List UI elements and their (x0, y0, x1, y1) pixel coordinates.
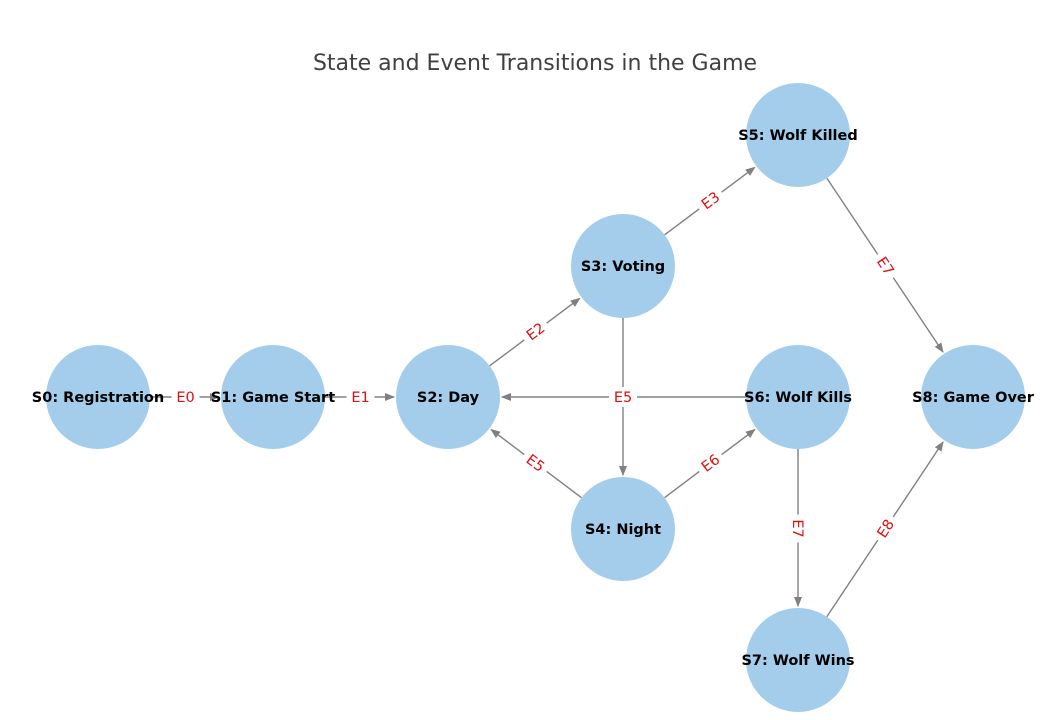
edge-label-group: E1 (346, 387, 375, 407)
nodes-layer: S0: Registration S1: Game Start S2: Day S3:… (32, 83, 1035, 712)
node-label: S1: Game Start (211, 390, 335, 406)
node-circle (571, 214, 675, 318)
node-label: S2: Day (417, 390, 480, 406)
edge-label-background (869, 511, 902, 546)
edge-label-e5: E5 (614, 390, 632, 406)
edge-label-group: E6 (693, 446, 728, 480)
node-s4: S4: Night (571, 477, 675, 581)
node-circle (746, 608, 850, 712)
edge-label-background (171, 387, 200, 407)
edge-label-group: E5 (518, 446, 553, 480)
node-circle (746, 83, 850, 187)
node-label: S4: Night (585, 522, 661, 538)
edge-label-group: E7 (869, 248, 902, 284)
node-s5: S5: Wolf Killed (738, 83, 858, 187)
edge-label-background (346, 387, 375, 407)
node-s0: S0: Registration (32, 345, 164, 449)
edge-label-group: E2 (518, 315, 553, 348)
node-circle (921, 345, 1025, 449)
node-label: S7: Wolf Wins (741, 653, 854, 669)
node-label: S0: Registration (32, 390, 164, 406)
edge-label-background (869, 248, 902, 284)
node-s1: S1: Game Start (211, 345, 335, 449)
node-s7: S7: Wolf Wins (741, 608, 855, 712)
node-s8: S8: Game Over (912, 345, 1035, 449)
node-circle (571, 477, 675, 581)
edge-label-background (609, 387, 637, 407)
node-s3: S3: Voting (571, 214, 675, 318)
edge-label-e0: E0 (176, 390, 194, 406)
edge-label-background (693, 446, 728, 480)
edge-label-background (788, 514, 808, 543)
edge-label-group: E7 (788, 514, 808, 543)
node-label: S6: Wolf Kills (744, 390, 852, 406)
edge-label-background (518, 446, 553, 480)
edge-label-e1: E1 (351, 390, 369, 406)
node-circle (396, 345, 500, 449)
node-circle (746, 345, 850, 449)
node-label: S3: Voting (581, 259, 665, 275)
edge-label-group: E5 (609, 387, 637, 407)
node-label: S8: Game Over (912, 390, 1035, 406)
edge-label-group: E8 (869, 511, 902, 546)
edge-label-background (518, 315, 553, 348)
edge-label-group: E3 (693, 184, 728, 217)
diagram-title: State and Event Transitions in the Game (313, 51, 757, 76)
edge-label-group: E0 (171, 387, 200, 407)
node-s2: S2: Day (396, 345, 500, 449)
node-circle (46, 345, 150, 449)
node-s6: S6: Wolf Kills (744, 345, 852, 449)
node-circle (221, 345, 325, 449)
edge-label-e7: E7 (789, 519, 805, 537)
edge-label-background (693, 184, 728, 217)
node-label: S5: Wolf Killed (738, 128, 858, 144)
